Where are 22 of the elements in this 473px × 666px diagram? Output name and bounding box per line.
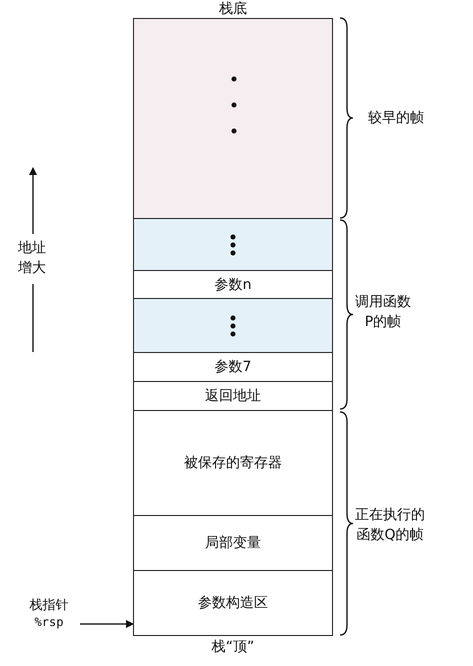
stack-slot: [133, 270, 333, 299]
stack-slot: [133, 410, 333, 516]
stack-slot: [133, 218, 333, 271]
region-label: 较早的帧: [368, 109, 425, 128]
slot-label: 参数n: [214, 276, 252, 294]
pointer-label: 栈指针: [30, 598, 68, 614]
stack-slot: [133, 515, 333, 571]
region-label: 地址增大: [18, 239, 47, 278]
register-name: %rsp: [34, 614, 64, 630]
stack-slot: [133, 381, 333, 411]
stack-slot: [133, 352, 333, 382]
slot-label: 局部变量: [205, 534, 261, 552]
stack-slot: [133, 298, 333, 353]
stack-end-label: 栈底: [219, 0, 247, 18]
slot-label: 返回地址: [205, 387, 261, 405]
slot-label: 参数构造区: [198, 594, 268, 612]
region-label: 调用函数P的帧: [354, 293, 412, 332]
slot-label: 参数7: [214, 358, 252, 376]
slot-label: 被保存的寄存器: [184, 454, 282, 472]
stack-end-label: 栈“顶”: [212, 638, 254, 656]
pointer-arrow: [80, 620, 134, 628]
region-label: 正在执行的函数Q的帧: [354, 506, 426, 545]
